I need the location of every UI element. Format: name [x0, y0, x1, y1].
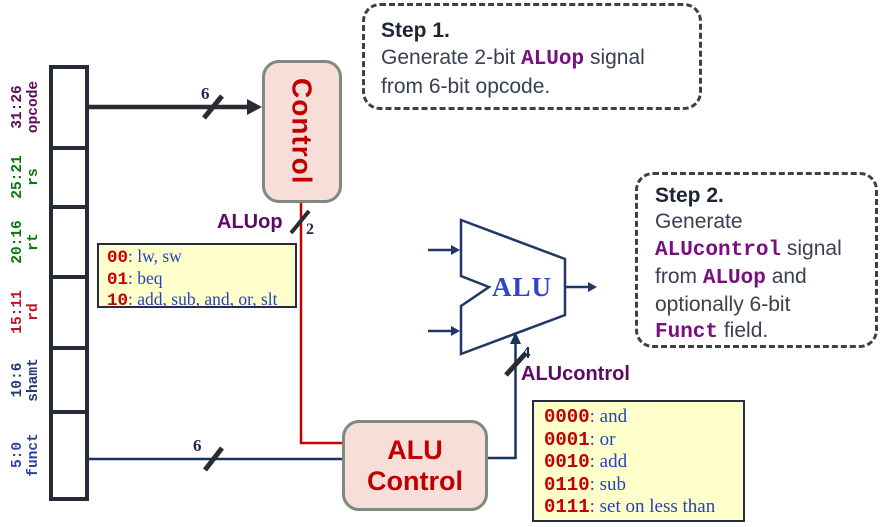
step-line: from ALUop and [655, 264, 858, 292]
opcode-bus-width: 6 [201, 84, 210, 103]
encoding-code: 0111 [544, 496, 590, 518]
encoding-ops: : set on less than [589, 496, 716, 517]
alu-input-a-arrowhead [451, 245, 460, 255]
step-title: Step 2. [655, 184, 724, 207]
encoding-ops: : or [589, 428, 616, 450]
opcode-bus-arrowhead [247, 99, 262, 115]
aluop-slash [289, 209, 311, 235]
step-text: signal [781, 236, 842, 260]
step-text: Generate [655, 210, 743, 234]
encoding-code: 00 [107, 248, 129, 268]
alu-output-arrowhead [588, 282, 597, 292]
encoding-ops: : beq [128, 267, 163, 288]
aluop-signal-label: ALUop [217, 211, 283, 233]
funct-bus-slash [203, 446, 224, 472]
alu-input-b-arrowhead [451, 326, 460, 336]
alucontrol-bus-width: 4 [522, 343, 531, 362]
encoding-code: 10 [107, 291, 129, 311]
step-text: field. [718, 319, 769, 343]
step-text: from [655, 264, 703, 288]
register-dividers [51, 146, 87, 414]
encoding-code: 0001 [544, 428, 590, 451]
step-line: ALUcontrol signal [655, 236, 858, 264]
step-text: optionally 6-bit [655, 293, 791, 317]
alucontrol-signal-label: ALUcontrol [521, 363, 630, 385]
encoding-ops: : add, sub, and, or, slt [128, 289, 278, 309]
encoding-row: 0000: and [544, 406, 733, 429]
step-keyword: ALUop [702, 266, 766, 290]
step-line: Generate [655, 209, 858, 235]
alu-label: ALU [492, 272, 553, 302]
encoding-row: 0001: or [544, 429, 733, 452]
encoding-row: 0110: sub [544, 474, 733, 497]
encoding-code: 01 [107, 269, 129, 290]
step-text: from 6-bit opcode. [381, 75, 551, 98]
step-line: optionally 6-bit [655, 292, 858, 318]
step-title: Step 1. [381, 19, 450, 42]
instruction-register-outline [49, 65, 89, 501]
control-unit-block: Control [262, 60, 342, 203]
opcode-bus-slash [202, 94, 224, 120]
step-keyword: ALUcontrol [655, 238, 782, 262]
encoding-row: 01: beq [107, 267, 287, 291]
encoding-code: 0010 [544, 451, 590, 473]
step-text: and [765, 264, 807, 288]
aluop-bus-width: 2 [306, 221, 314, 238]
step-line: Generate 2-bit ALUop signal [381, 44, 683, 73]
encoding-ops: : add [589, 451, 628, 472]
alucontrol-arrowhead [510, 332, 521, 344]
encoding-row: 10: add, sub, and, or, slt [107, 289, 287, 312]
alu-shape [459, 218, 567, 356]
step-line: Funct field. [655, 318, 858, 346]
step-keyword: Funct [655, 321, 719, 345]
funct-bus-width: 6 [193, 436, 202, 455]
encoding-row: 0111: set on less than [544, 496, 733, 519]
encoding-code: 0000 [544, 406, 590, 428]
alucontrol-slash [504, 351, 528, 377]
step-text: Generate 2-bit [381, 46, 522, 69]
alu-control-label: ALU Control [367, 435, 463, 496]
encoding-row: 0010: add [544, 451, 733, 474]
encoding-code: 0110 [544, 473, 590, 496]
control-unit-label: Control [286, 78, 318, 185]
step-line: from 6-bit opcode. [381, 73, 683, 100]
encoding-ops: : and [589, 406, 628, 427]
step-text: signal [584, 46, 645, 69]
step-keyword: ALUop [521, 48, 585, 71]
encoding-row: 00: lw, sw [107, 246, 287, 269]
alucontrol-wire [486, 342, 517, 460]
alu-control-block: ALU Control [342, 420, 488, 511]
encoding-ops: : lw, sw [128, 246, 182, 266]
encoding-ops: : sub [589, 473, 627, 495]
aluop-wire [299, 203, 344, 445]
